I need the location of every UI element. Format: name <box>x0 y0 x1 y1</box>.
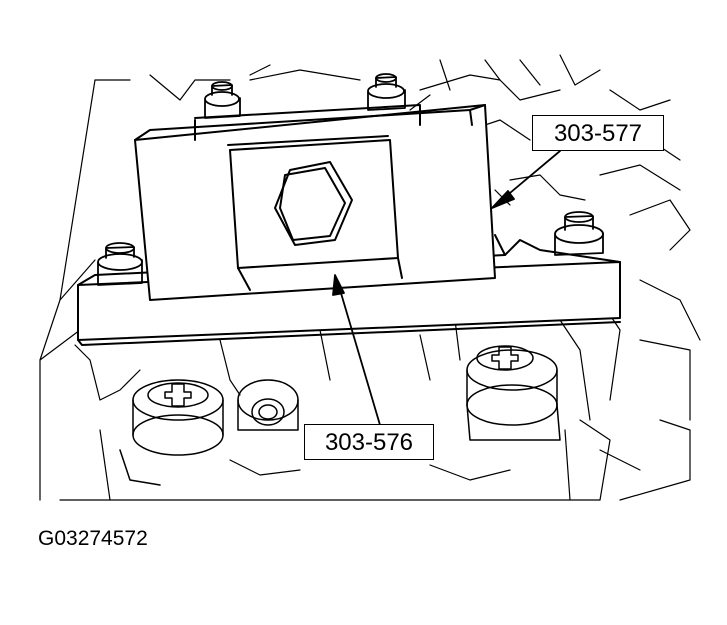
hex-nut <box>274 161 353 246</box>
bracket-left-bolt <box>97 242 143 286</box>
top-right-bolt <box>367 73 406 111</box>
figure-id: G03274572 <box>38 527 148 550</box>
cylinder-head <box>74 319 591 481</box>
engine-casting <box>39 54 701 501</box>
leader-arrow-303-577 <box>491 150 561 209</box>
tool-label-303-577: 303-577 <box>532 115 664 151</box>
lower-left-bolt <box>119 379 224 486</box>
lower-right-bolt <box>466 345 561 441</box>
bracket-right-bolt <box>554 211 604 256</box>
tool-label-303-576: 303-576 <box>304 424 434 460</box>
leader-arrow-303-576 <box>332 274 381 426</box>
top-left-bolt <box>204 81 241 119</box>
plug-well <box>237 379 299 431</box>
